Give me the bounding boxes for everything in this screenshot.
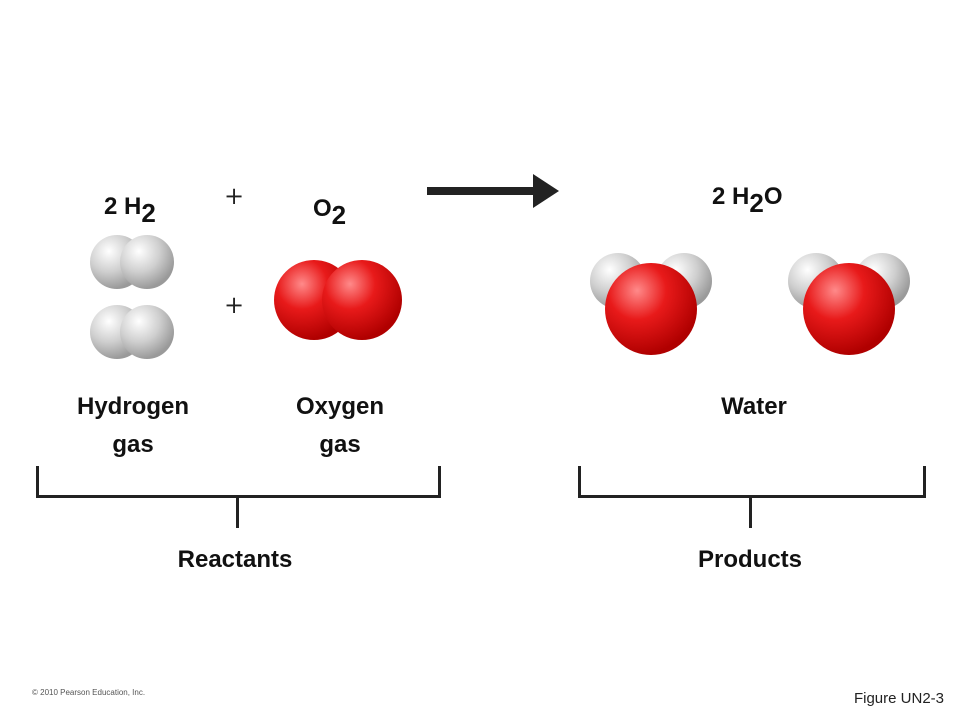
oxygen-subscript: 2	[331, 200, 347, 230]
water-formula-suffix: O	[763, 183, 783, 210]
water-formula: 2 H2O	[712, 180, 783, 218]
products-bracket	[578, 466, 926, 498]
hydrogen-subscript: 2	[141, 198, 156, 228]
products-label: Products	[697, 546, 802, 573]
oxygen-label-line1: Oxygen	[295, 393, 385, 420]
plus-sign-middle: +	[224, 291, 245, 319]
figure-id: Figure UN2-3	[853, 690, 944, 707]
oxygen-label-line2: gas	[319, 431, 361, 458]
hydrogen-label-line1: Hydrogen	[76, 393, 189, 420]
oxygen-formula: O2	[313, 192, 346, 230]
reactants-bracket	[36, 466, 441, 498]
reaction-arrow	[427, 174, 559, 208]
water-label-line1: Water	[721, 393, 787, 420]
reactants-label: Reactants	[177, 546, 293, 573]
reactants-bracket-stem	[236, 495, 239, 528]
products-bracket-stem	[749, 495, 752, 528]
water-formula-prefix: 2 H	[712, 183, 750, 210]
oxygen-molecule	[274, 260, 402, 340]
water-subscript: 2	[749, 188, 764, 218]
hydrogen-label: Hydrogen gas	[43, 388, 223, 464]
water-label: Water	[664, 388, 844, 426]
plus-sign-top: +	[224, 182, 245, 210]
copyright-text: © 2010 Pearson Education, Inc.	[32, 688, 146, 697]
hydrogen-label-line2: gas	[112, 431, 154, 458]
water-molecule-2	[788, 253, 910, 355]
oxygen-label: Oxygen gas	[250, 388, 430, 464]
hydrogen-formula-text: 2 H	[104, 193, 142, 220]
hydrogen-molecule-1	[90, 235, 174, 289]
oxygen-formula-text: O	[313, 195, 332, 222]
hydrogen-formula: 2 H2	[104, 190, 156, 228]
hydrogen-molecule-2	[90, 305, 174, 359]
water-molecule-1	[590, 253, 712, 355]
